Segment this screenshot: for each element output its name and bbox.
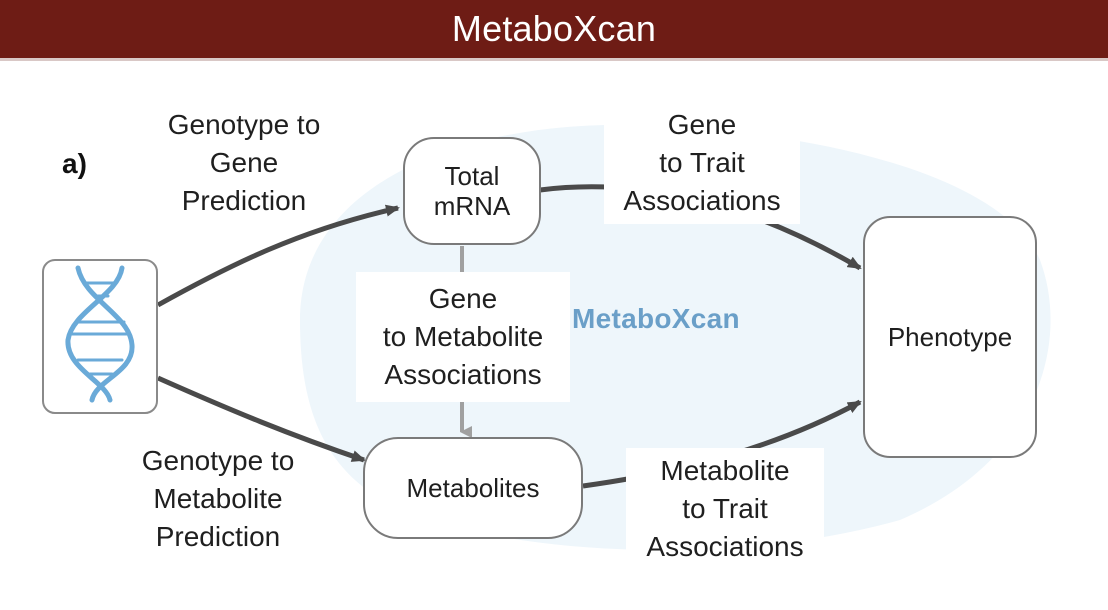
slide-title: MetaboXcan [451, 8, 657, 49]
metabolites-node [363, 437, 583, 539]
gene-to-metabolite-label: Gene to Metabolite Associations [356, 272, 570, 402]
genotype-to-gene-line3: Prediction [181, 185, 307, 216]
genotype-to-metabolite-line3: Prediction [155, 521, 281, 552]
gene-to-trait-line1: Gene [667, 109, 737, 140]
total-mrna-label: Total mRNA [404, 156, 540, 226]
gene-to-metabolite-line2: to Metabolite [382, 321, 544, 352]
gene-to-metabolite-line3: Associations [384, 359, 542, 390]
metaboxcan-center-label: MetaboXcan [572, 303, 740, 334]
genotype-to-gene-label: Genotype to Gene Prediction [146, 106, 342, 220]
panel-label: a) [62, 148, 87, 179]
genotype-to-gene-line2: Gene [209, 147, 279, 178]
phenotype-node [863, 216, 1037, 458]
edge-genotype-to-gene [156, 204, 400, 308]
genotype-node [42, 259, 158, 414]
metabolite-to-trait-line1: Metabolite [660, 455, 790, 486]
genotype-to-metabolite-line1: Genotype to [141, 445, 295, 476]
metabolites-label: Metabolites [364, 438, 582, 538]
genotype-to-metabolite-label: Genotype to Metabolite Prediction [118, 442, 318, 556]
gene-to-metabolite-line1: Gene [428, 283, 498, 314]
phenotype-label: Phenotype [864, 217, 1036, 457]
gene-to-trait-line3: Associations [623, 185, 781, 216]
dna-icon [65, 265, 135, 403]
gene-to-trait-label: Gene to Trait Associations [604, 106, 800, 224]
edge-genotype-to-metabolite [156, 375, 366, 463]
metabolite-to-trait-label: Metabolite to Trait Associations [626, 448, 824, 570]
gene-to-trait-line2: to Trait [659, 147, 745, 178]
metabolite-to-trait-line3: Associations [646, 531, 804, 562]
metabolite-to-trait-line2: to Trait [682, 493, 768, 524]
phenotype-label-text: Phenotype [887, 322, 1013, 352]
total-mrna-line1: Total [444, 161, 500, 191]
title-bar: MetaboXcan [0, 0, 1108, 61]
total-mrna-line2: mRNA [433, 191, 511, 221]
total-mrna-node [403, 137, 541, 245]
genotype-to-gene-line1: Genotype to [167, 109, 321, 140]
genotype-to-metabolite-line2: Metabolite [153, 483, 283, 514]
metabolites-label-text: Metabolites [406, 473, 540, 503]
